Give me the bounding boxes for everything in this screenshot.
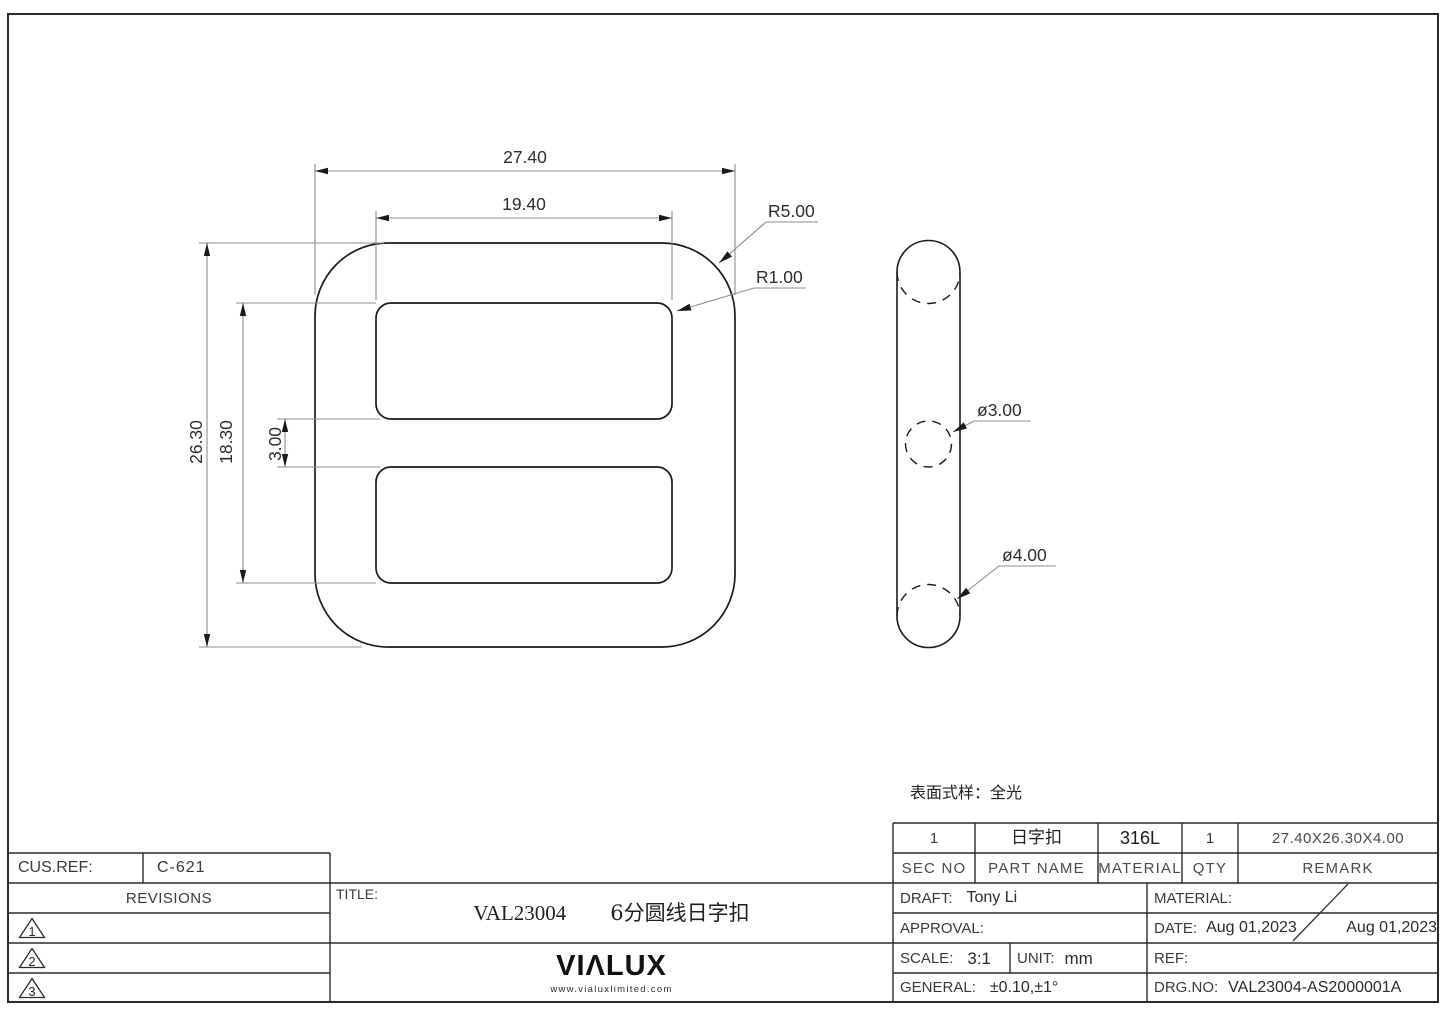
bottom-wire-hidden-arc	[896, 583, 961, 617]
approval-row: APPROVAL:	[893, 913, 1154, 943]
revisions-header: REVISIONS	[125, 889, 213, 907]
front-view	[314, 242, 736, 648]
scale-cell: SCALE: 3:1	[893, 943, 1017, 973]
surface-finish-note: 表面式样：全光	[910, 783, 1023, 802]
revision-marker-1: 1	[18, 916, 46, 940]
side-view	[896, 239, 961, 649]
revision-triangle-icon	[18, 977, 46, 999]
parts-header-material: MATERIAL	[1098, 859, 1182, 877]
drg-no-row: DRG.NO: VAL23004-AS2000001A	[1147, 973, 1445, 1002]
vialux-logo-text: VIΛLUX	[556, 950, 667, 982]
cus-ref-value: C-621	[157, 859, 206, 876]
ref-row: REF:	[1147, 943, 1445, 973]
cus-ref-label: CUS.REF:	[18, 859, 93, 876]
approval-label: APPROVAL:	[900, 919, 984, 937]
dim-width-outer: 27.40	[503, 147, 547, 167]
scale-label: SCALE:	[900, 949, 954, 967]
revision-marker-2: 2	[18, 946, 46, 970]
date-value: Aug 01,2023	[1206, 919, 1297, 936]
revision-triangle-icon	[18, 917, 46, 939]
parts-header-remark: REMARK	[1302, 859, 1374, 877]
vialux-logo-url: www.vialuxlimited.com	[550, 984, 673, 995]
unit-value: mm	[1064, 948, 1093, 968]
title-content: VAL23004 6分圆线日字扣	[330, 895, 893, 931]
dim-center-bar-dia: ø3.00	[977, 400, 1022, 420]
company-logo: VIΛLUX www.vialuxlimited.com	[330, 943, 893, 1002]
ref-label: REF:	[1154, 949, 1189, 967]
draft-row: DRAFT: Tony Li	[893, 883, 1154, 913]
date-separator-slash	[1292, 883, 1349, 942]
dimension-arrows	[203, 167, 971, 647]
hidden-lines	[896, 271, 961, 617]
parts-header-part-name: PART NAME	[988, 859, 1085, 877]
dim-width-inner: 19.40	[502, 194, 546, 214]
general-label: GENERAL:	[900, 979, 976, 996]
buckle-outline	[314, 242, 736, 648]
date-label: DATE:	[1154, 919, 1198, 937]
dimension-lines	[199, 164, 1056, 648]
drg-no-label: DRG.NO:	[1154, 979, 1219, 996]
dimension-texts: 27.40 19.40 26.30 18.30 3.00 R5.00 R1.00…	[186, 147, 1047, 565]
title-block-grid	[8, 822, 1438, 1002]
general-tolerance-value: ±0.10,±1°	[989, 978, 1059, 996]
part-title: 6分圆线日字扣	[610, 900, 750, 925]
parts-header-qty: QTY	[1192, 859, 1228, 877]
dim-height-outer: 26.30	[186, 420, 206, 464]
top-wire-hidden-arc	[896, 271, 961, 305]
top-slot	[375, 302, 673, 420]
revision-number: 1	[28, 924, 36, 939]
sheet-border	[7, 13, 1439, 1003]
parts-sec-no-value: 1	[929, 829, 939, 847]
dim-height-inner: 18.30	[216, 420, 236, 464]
parts-header-sec-no: SEC NO	[901, 859, 967, 877]
drg-no-value: VAL23004-AS2000001A	[1228, 978, 1402, 996]
parts-qty-value: 1	[1205, 829, 1215, 847]
part-code: VAL23004	[473, 900, 567, 925]
parts-part-name-value: 日字扣	[1011, 827, 1062, 848]
dim-corner-radius: R5.00	[768, 201, 815, 221]
bottom-slot	[375, 466, 673, 584]
parts-remark-value: 27.40X26.30X4.00	[1271, 829, 1405, 847]
revision-triangle-icon	[18, 947, 46, 969]
date-value-2: Aug 01,2023	[1346, 919, 1437, 936]
draft-label: DRAFT:	[900, 889, 953, 907]
material-label: MATERIAL:	[1154, 889, 1233, 907]
center-bar-hidden-circle	[904, 420, 953, 468]
revision-number: 2	[28, 954, 36, 969]
unit-label: UNIT:	[1017, 949, 1055, 967]
dim-frame-dia: ø4.00	[1002, 545, 1047, 565]
title-label: TITLE:	[336, 886, 379, 902]
dim-slot-radius: R1.00	[756, 267, 803, 287]
unit-cell: UNIT: mm	[1010, 943, 1154, 973]
parts-material-value: 316L	[1119, 828, 1161, 848]
general-row: GENERAL: ±0.10,±1°	[893, 973, 1154, 1002]
dim-center-bar: 3.00	[265, 427, 285, 461]
side-outline	[896, 239, 961, 649]
revision-number: 3	[28, 984, 36, 999]
date-row: DATE: Aug 01,2023 Aug 01,2023	[1147, 913, 1445, 943]
revision-marker-3: 3	[18, 976, 46, 1000]
material-row: MATERIAL:	[1147, 883, 1445, 913]
scale-value: 3:1	[967, 948, 991, 968]
draft-value: Tony Li	[966, 889, 1018, 906]
